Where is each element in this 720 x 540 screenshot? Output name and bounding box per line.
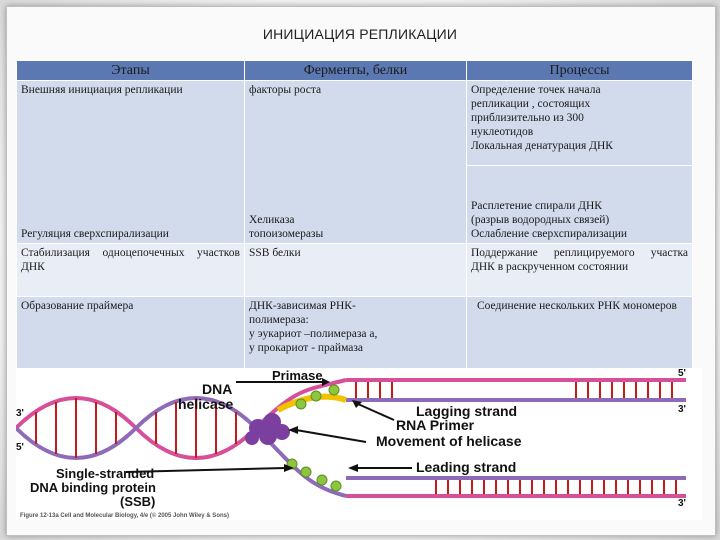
enzymes-text-1: факторы роста: [249, 84, 322, 96]
label-rna-primer: RNA Primer: [396, 417, 475, 433]
figure-caption: Figure 12-13a Cell and Molecular Biology…: [20, 512, 229, 519]
cell-processes-2: Расплетение спирали ДНК (разрыв водородн…: [466, 164, 693, 245]
replication-diagram-svg: DNA helicase Primase Lagging strand RNA …: [14, 368, 686, 519]
cell-processes-3: Поддержание реплицируемого участка ДНК в…: [466, 243, 693, 297]
header-enzymes: Ферменты, белки: [244, 60, 467, 81]
parent-strand-purple: [14, 396, 347, 498]
cell-stage-4: Образование праймера: [16, 296, 245, 370]
stage-text-1: Внешняя инициация репликации: [21, 84, 183, 96]
arrowheads: [284, 378, 362, 472]
label-3-prime-bottom: 3': [678, 498, 686, 509]
helix-rungs: [35, 398, 237, 458]
label-3-prime-left: 3': [16, 408, 24, 419]
cell-processes-1: Определение точек начала репликации , со…: [466, 80, 693, 166]
lagging-rungs: [355, 382, 673, 398]
label-lagging-strand: Lagging strand: [416, 403, 517, 419]
cell-enzymes-3: SSB белки: [244, 243, 467, 297]
label-dna-2: helicase: [178, 396, 233, 412]
stage-text-2: Регуляция сверхспирализации: [21, 228, 169, 240]
cell-processes-4: Соединение нескольких РНК мономеров: [466, 296, 693, 370]
table-row: Стабилизация одноцепочечных участков ДНК…: [16, 243, 693, 297]
header-processes: Процессы: [466, 60, 693, 81]
label-leading-strand: Leading strand: [416, 459, 516, 475]
label-5-prime-left: 5': [16, 442, 24, 453]
ssb-proteins: [286, 384, 342, 492]
helicase-complex: [245, 413, 290, 445]
header-stages: Этапы: [16, 60, 245, 81]
table-header-row: Этапы Ферменты, белки Процессы: [16, 60, 693, 81]
cell-stage-3: Стабилизация одноцепочечных участков ДНК: [16, 243, 245, 297]
leading-rungs: [435, 480, 677, 494]
table-row: Образование праймера ДНК-зависимая РНК- …: [16, 296, 693, 370]
label-3-prime-top: 3': [678, 404, 686, 415]
slide-title: ИНИЦИАЦИЯ РЕПЛИКАЦИИ: [262, 26, 458, 42]
label-ssb-1: Single-stranded: [56, 466, 154, 481]
pointer-arrows: [125, 381, 412, 473]
parent-strand-pink: [14, 378, 347, 460]
label-dna-1: DNA: [202, 381, 232, 397]
label-ssb-3: (SSB): [120, 494, 155, 509]
label-ssb-2: DNA binding protein: [30, 480, 156, 495]
table-row: Расплетение спирали ДНК (разрыв водородн…: [17, 164, 693, 245]
label-primase: Primase: [272, 368, 323, 383]
replication-table: Этапы Ферменты, белки Процессы Внешняя и…: [16, 60, 693, 370]
replication-diagram: DNA helicase Primase Lagging strand RNA …: [14, 368, 702, 520]
label-5-prime-top: 5': [678, 368, 686, 379]
label-movement-of-helicase: Movement of helicase: [376, 433, 522, 449]
cell-enzymes-4: ДНК-зависимая РНК- полимераза: у эукарио…: [244, 296, 467, 370]
enzymes-text-2: Хеликаза топоизомеразы: [249, 214, 324, 240]
